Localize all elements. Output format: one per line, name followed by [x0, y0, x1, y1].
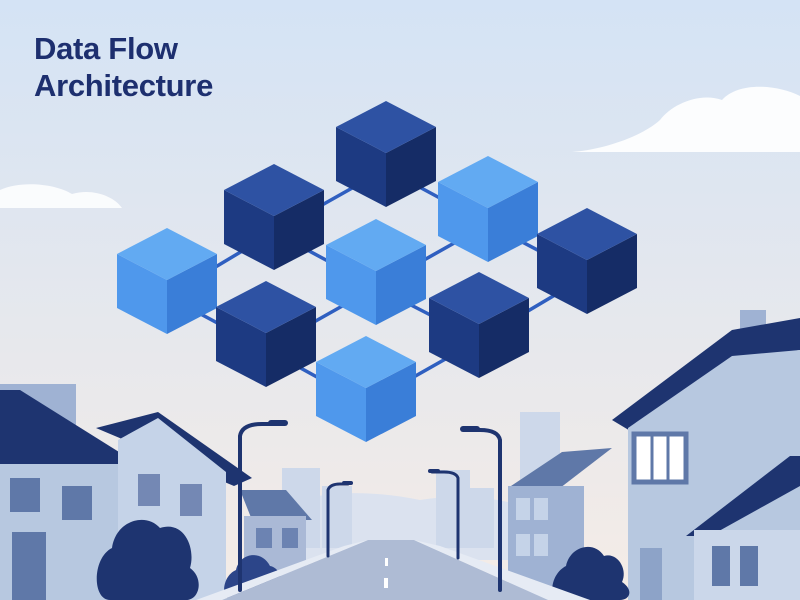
cube-right-face — [266, 307, 316, 387]
house-window — [180, 484, 202, 516]
right-houses — [508, 310, 800, 600]
house-window — [138, 474, 160, 506]
tree-icon — [96, 519, 199, 600]
street-lamp-icon — [326, 482, 350, 558]
cube-left-face — [537, 234, 587, 314]
house-roof — [0, 390, 135, 470]
cube-top-face — [326, 219, 426, 271]
cube-left-face — [336, 127, 386, 207]
road-markings — [384, 558, 388, 588]
house-door — [12, 532, 46, 600]
cube-network — [117, 101, 637, 442]
cube-right-face — [479, 298, 529, 378]
cloud-icon — [0, 184, 122, 208]
street-lamp-icon — [238, 422, 282, 592]
cube-top-face — [537, 208, 637, 260]
cube-left-face — [216, 307, 266, 387]
cube-right-face — [274, 190, 324, 270]
cube-top-face — [224, 164, 324, 216]
street-lamp-head — [428, 469, 440, 473]
tree-icon — [552, 546, 630, 600]
cube-icon — [216, 281, 316, 387]
house-window — [712, 546, 730, 586]
house-window — [516, 498, 530, 520]
cube-right-face — [376, 245, 426, 325]
cube-top-face — [316, 336, 416, 388]
house-window — [631, 431, 689, 485]
title-line-1: Data Flow — [34, 31, 178, 66]
street-lamp-icon — [464, 428, 502, 592]
road — [222, 540, 548, 600]
cube-icon — [117, 228, 217, 334]
cube-top-face — [216, 281, 316, 333]
street-lamp-head — [268, 420, 288, 426]
cube-right-face — [587, 234, 637, 314]
left-houses — [0, 384, 312, 600]
house-roof — [240, 490, 312, 520]
house-window — [10, 478, 40, 512]
title-line-2: Architecture — [34, 68, 214, 103]
street-lamp-head — [460, 426, 480, 432]
house-roof — [686, 456, 800, 536]
house-window — [740, 546, 758, 586]
cube-icon — [326, 219, 426, 325]
street-lamp-icon — [430, 470, 460, 560]
house-window — [516, 534, 530, 556]
cube-left-face — [224, 190, 274, 270]
cube-icon — [429, 272, 529, 378]
cube-right-face — [488, 182, 538, 262]
cube-icon — [316, 336, 416, 442]
cube-left-face — [429, 298, 479, 378]
cube-top-face — [429, 272, 529, 324]
cube-top-face — [117, 228, 217, 280]
cube-right-face — [366, 362, 416, 442]
cloud-icon — [572, 86, 800, 152]
house-roof — [508, 448, 612, 488]
street-lamp-head — [342, 481, 353, 485]
cube-top-face — [438, 156, 538, 208]
house-door — [640, 548, 662, 600]
cube-top-face — [336, 101, 436, 153]
cube-left-face — [316, 362, 366, 442]
cube-left-face — [117, 254, 167, 334]
page-title: Data Flow Architecture — [34, 30, 213, 104]
house-window — [534, 498, 548, 520]
cube-left-face — [326, 245, 376, 325]
cube-icon — [336, 101, 436, 207]
house-window — [534, 534, 548, 556]
house-window — [62, 486, 92, 520]
cube-icon — [438, 156, 538, 262]
cube-right-face — [167, 254, 217, 334]
cube-left-face — [438, 182, 488, 262]
house-window — [256, 528, 272, 548]
cube-icon — [537, 208, 637, 314]
cube-right-face — [386, 127, 436, 207]
house-window — [282, 528, 298, 548]
cube-icon — [224, 164, 324, 270]
